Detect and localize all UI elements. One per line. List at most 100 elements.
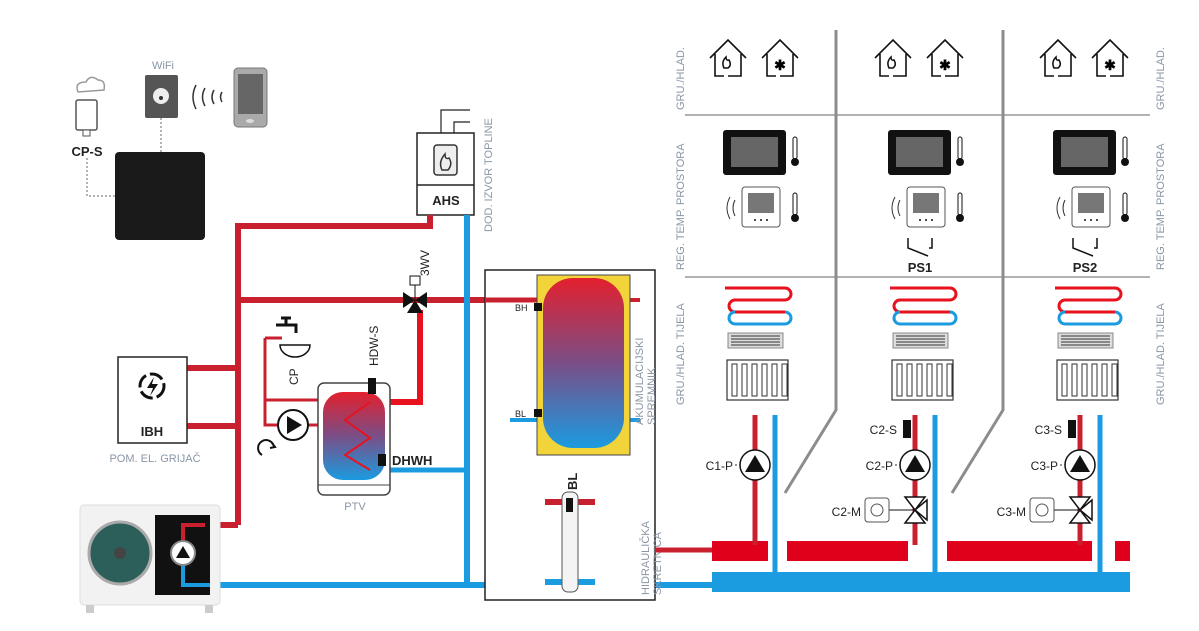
buffer-top-sensor-label: BH (515, 303, 528, 313)
recirculation-icon (257, 439, 277, 456)
backup-heater-caption: POM. EL. GRIJAČ (109, 452, 200, 465)
wifi-label: WiFi (152, 60, 174, 72)
aux-source-label: AHS (432, 193, 460, 208)
wireless-waves-icon (726, 196, 736, 220)
dhw-heater-label: DHWH (392, 453, 432, 468)
dhw-tank-label: PTV (344, 501, 366, 513)
radiator-icon (726, 359, 789, 401)
hydraulic-separator (545, 491, 595, 593)
switch-icon (907, 238, 933, 257)
flame-icon (439, 152, 452, 171)
sensor-wire (86, 158, 118, 197)
svg-text:✱: ✱ (939, 57, 951, 73)
touch-controller (1053, 130, 1116, 175)
room-switch-label: PS2 (1073, 260, 1098, 275)
mixing-valve (864, 496, 928, 524)
row-label-room-control-right: REG. TEMP. PROSTORA (1155, 143, 1167, 270)
separator-sensor-label: BL (565, 473, 580, 490)
outdoor-sensor-label: CP-S (71, 144, 102, 159)
wifi-module (145, 75, 178, 118)
svg-text:✱: ✱ (1104, 57, 1116, 73)
hot-manifold (712, 541, 1130, 561)
touch-controller (723, 130, 786, 175)
heat-pump-outdoor-unit (79, 504, 221, 613)
wireless-thermostat (1056, 186, 1111, 228)
mixing-valve-label: C2-M (832, 505, 861, 519)
svg-text:✱: ✱ (774, 57, 786, 73)
circuit-sensor (903, 420, 911, 438)
fan-coil-icon (727, 332, 784, 349)
zone-separators (685, 30, 1150, 494)
controller-unit (115, 152, 205, 240)
wireless-thermostat (891, 186, 946, 228)
smartphone-icon (233, 67, 268, 128)
dhw-sensor-label: HDW-S (367, 326, 381, 366)
circuit-pump-label: C2-P (866, 459, 893, 473)
lightning-icon (138, 372, 166, 400)
dhw-pump-label: CP (287, 368, 301, 385)
buffer-caption-2: SPREMNIK (646, 367, 658, 425)
motor-icon (1035, 503, 1049, 517)
row-label-mode-right: GRU./HLAD. (1155, 47, 1167, 110)
fan-coil-icon (1057, 332, 1114, 349)
buffer-caption-1: AKUMULACIJSKI (634, 338, 646, 425)
backup-heater-label: IBH (141, 424, 163, 439)
thermometer-icon (791, 136, 799, 166)
dhw-pump (277, 409, 309, 441)
valve-label: 3WV (418, 250, 432, 276)
dhw-tank (317, 378, 391, 496)
mixing-valve-label: C3-M (997, 505, 1026, 519)
wireless-waves-icon (891, 196, 901, 220)
fan-coil-icon (892, 332, 949, 349)
cooling-house-icon: ✱ (761, 38, 799, 77)
aux-heat-source: AHS (416, 109, 475, 216)
circuit-sensor-label: C2-S (870, 423, 897, 437)
circuit-sensor-label: C3-S (1035, 423, 1062, 437)
cloud-sun-icon (76, 76, 106, 93)
heating-house-icon (1039, 38, 1077, 77)
radiator-icon (1056, 359, 1119, 401)
row-label-room-control: REG. TEMP. PROSTORA (675, 143, 687, 270)
thermometer-icon (1121, 192, 1129, 222)
buffer-tank (534, 274, 631, 456)
cold-manifold (712, 572, 1130, 592)
circuit-pump-label: C1-P (706, 459, 733, 473)
hot-pipes (187, 215, 485, 528)
wireless-waves-icon (192, 84, 223, 110)
floor-heating-icon (890, 286, 958, 314)
wireless-waves-icon (1056, 196, 1066, 220)
row-label-emitters-right: GRU./HLAD. TIJELA (1155, 302, 1167, 405)
floor-heating-icon (1055, 286, 1123, 314)
heating-house-icon (709, 38, 747, 77)
three-way-valve: 3WV (403, 250, 432, 313)
circuit-pump (1064, 449, 1096, 481)
thermometer-icon (791, 192, 799, 222)
aux-source-caption: DOD. IZVOR TOPLINE (483, 118, 495, 232)
circuit-pump (899, 449, 931, 481)
mixing-valve (1029, 496, 1093, 524)
separator-caption-2: SKRETNICA (652, 531, 664, 595)
heating-circuit-1: ✱ C1-P (706, 38, 799, 575)
thermometer-icon (956, 192, 964, 222)
floor-heating-icon (725, 286, 793, 314)
circuit-pump-label: C3-P (1031, 459, 1058, 473)
cooling-house-icon: ✱ (1091, 38, 1129, 77)
heating-house-icon (874, 38, 912, 77)
radiator-icon (891, 359, 954, 401)
separator-caption-1: HIDRAULIČKA (639, 520, 652, 595)
row-label-mode: GRU./HLAD. (675, 47, 687, 110)
cooling-house-icon: ✱ (926, 38, 964, 77)
outdoor-sensor: CP-S (71, 76, 106, 159)
thermometer-icon (1121, 136, 1129, 166)
touch-controller (888, 130, 951, 175)
backup-heater: IBH (117, 356, 188, 444)
wireless-thermostat (726, 186, 781, 228)
switch-icon (1072, 238, 1098, 257)
motor-icon (870, 503, 884, 517)
buffer-bottom-sensor-label: BL (515, 409, 526, 419)
faucet-icon (276, 316, 311, 358)
thermometer-icon (956, 136, 964, 166)
